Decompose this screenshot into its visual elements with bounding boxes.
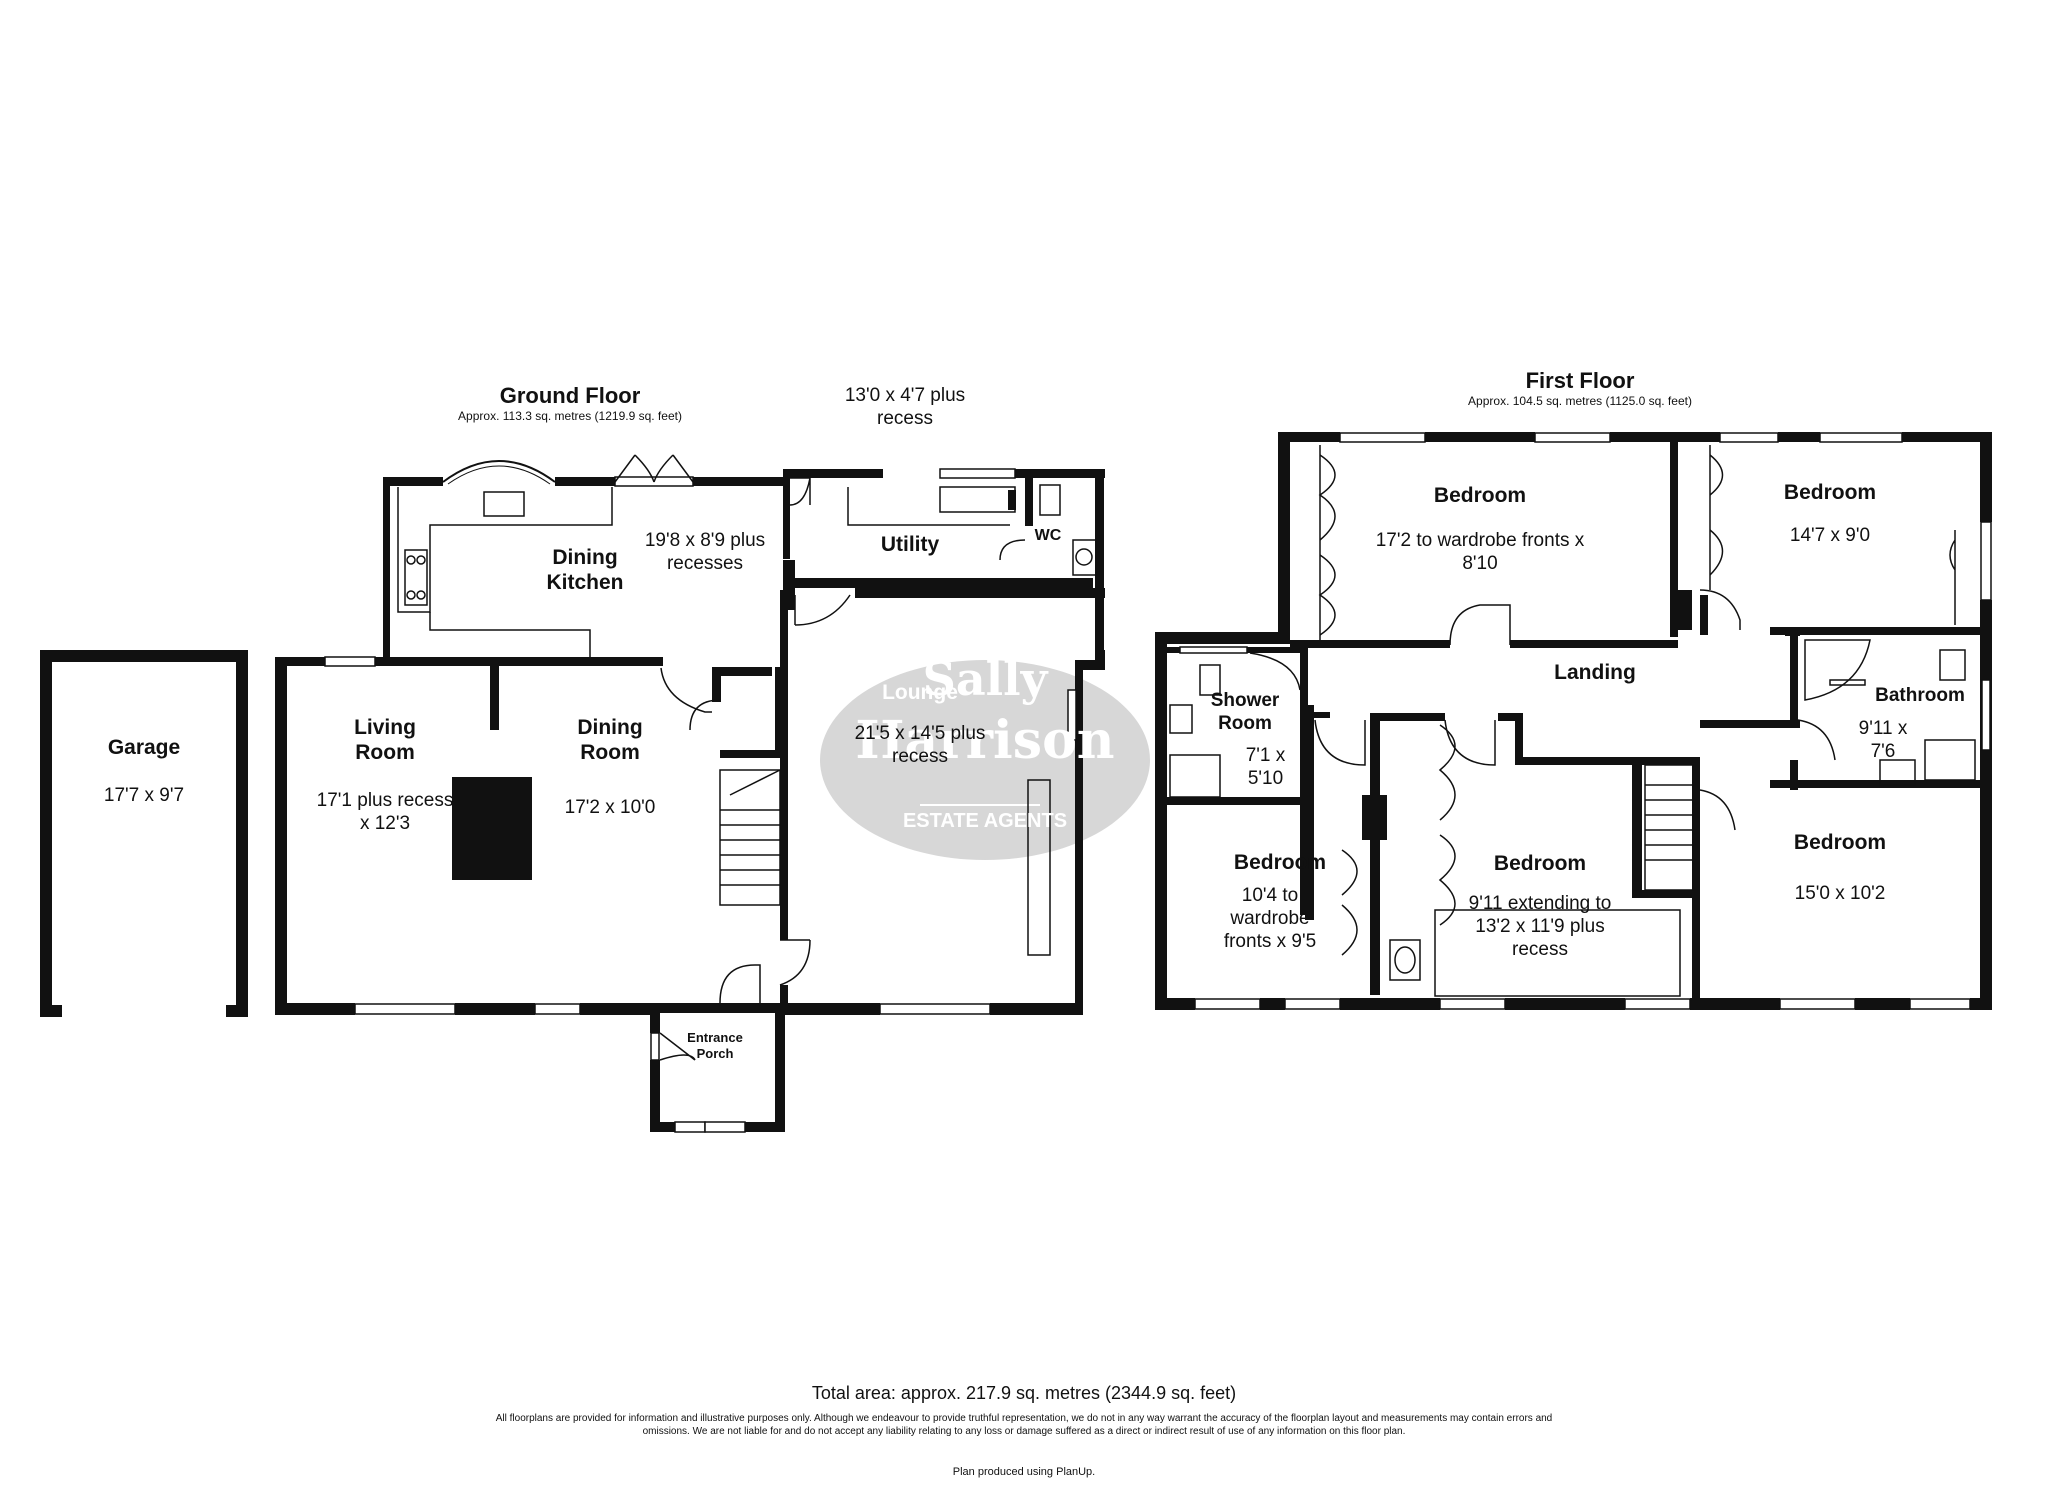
ground-floor-doors [614,454,1026,1061]
room-name-bedroom-5: Bedroom [1793,831,1887,854]
room-name-bedroom-3: Bedroom [1233,851,1327,874]
room-dims-dining-room: 17'2 x 10'0 [564,797,656,818]
room-name-utility: Utility [880,533,940,556]
room-name-bathroom: Bathroom [1875,685,1965,706]
room-name-landing: Landing [1554,661,1636,684]
room-name-living-room: Living Room [354,716,416,765]
ground-floor-walls [275,469,1105,1132]
first-floor-windows [1179,432,1992,1010]
room-name-shower-room: Shower Room [1210,690,1280,734]
room-name-dining-kitchen: Dining Kitchen [546,546,624,595]
first-floor-title: First Floor [1525,368,1635,393]
room-dims-bathroom: 9'11 x 7'6 [1858,718,1908,762]
kitchen-units [397,484,1097,956]
room-dims-shower-room: 7'1 x 5'10 [1245,745,1286,789]
room-name-bedroom-4: Bedroom [1493,852,1587,875]
footer-total-area: Total area: approx. 217.9 sq. metres (23… [811,1383,1237,1403]
bathroom-fittings [1169,639,1976,997]
first-floor-stairs [1644,764,1694,891]
bay-window-icon [442,460,556,483]
room-name-wc: WC [1034,527,1062,544]
room-dims-living-room: 17'1 plus recess x 12'3 [316,790,454,834]
garage-walls [40,650,248,1017]
room-dims-lounge: 21'5 x 14'5 plus recess [854,723,986,767]
room-dims-bedroom-2: 14'7 x 9'0 [1789,525,1871,546]
footer-disclaimer-2: omissions. We are not liable for and do … [642,1426,1406,1437]
room-name-lounge: Lounge [882,681,958,704]
room-dims-dining-kitchen: 19'8 x 8'9 plus recesses [644,530,766,574]
watermark-line-2: Harrison [855,710,1115,771]
footer-disclaimer-1: All floorplans are provided for informat… [495,1413,1553,1424]
room-dims-bedroom-5: 15'0 x 10'2 [1794,883,1886,904]
room-name-garage: Garage [107,736,181,759]
ground-stairs [719,769,781,906]
watermark-line-1: Sally [922,652,1048,706]
chimney-breast [452,777,532,880]
room-dims-bedroom-3: 10'4 to wardrobe fronts x 9'5 [1223,885,1317,952]
room-dims-bedroom-4: 9'11 extending to 13'2 x 11'9 plus reces… [1468,893,1612,960]
first-floor-walls [1155,432,1992,1010]
room-name-bedroom-2: Bedroom [1783,481,1877,504]
first-floor-doors [1249,445,1956,956]
room-name-dining-room: Dining Room [577,716,643,765]
room-dims-utility: 13'0 x 4'7 plus recess [844,385,966,429]
footer-credit: Plan produced using PlanUp. [952,1466,1096,1478]
room-dims-garage: 17'7 x 9'7 [103,785,185,806]
ground-floor-title: Ground Floor [499,383,641,408]
first-floor-area: Approx. 104.5 sq. metres (1125.0 sq. fee… [1468,394,1692,408]
room-dims-bedroom-1: 17'2 to wardrobe fronts x 8'10 [1375,530,1585,574]
ground-floor-area: Approx. 113.3 sq. metres (1219.9 sq. fee… [458,409,682,423]
watermark-line-3: ESTATE AGENTS [902,810,1068,832]
room-name-bedroom-1: Bedroom [1433,484,1527,507]
room-name-entrance-porch: Entrance Porch [687,1030,743,1061]
